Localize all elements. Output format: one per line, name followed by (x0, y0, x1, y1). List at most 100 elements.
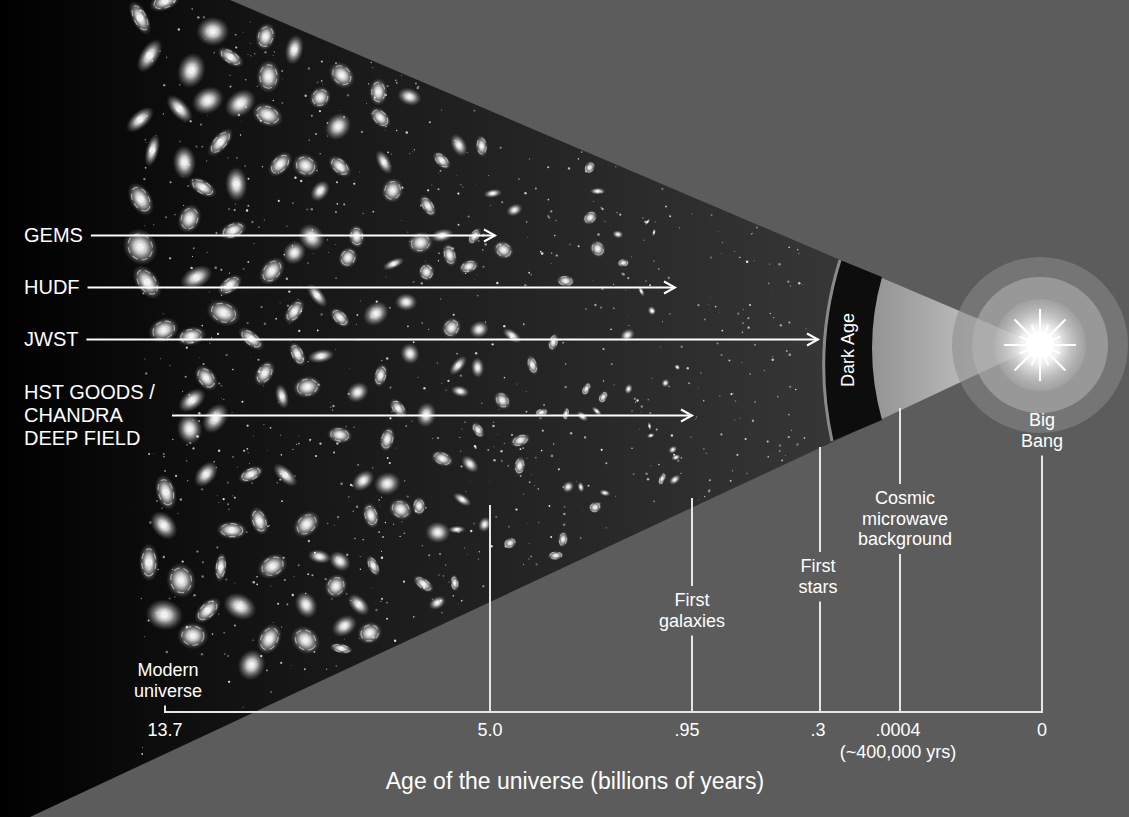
star (217, 494, 219, 496)
epoch-label: First galaxies (652, 590, 732, 631)
galaxy-halo (546, 332, 561, 353)
galaxy-halo (269, 459, 301, 490)
star (541, 252, 544, 255)
galaxy-core (627, 388, 630, 391)
galaxy-halo (131, 35, 167, 77)
star (526, 522, 528, 524)
star (261, 306, 263, 308)
galaxy-core (142, 277, 152, 287)
star (170, 181, 172, 183)
star (216, 547, 218, 549)
galaxy (405, 228, 437, 257)
spiral-arm (338, 248, 357, 268)
star (706, 452, 708, 454)
star (327, 122, 329, 124)
star (430, 267, 432, 269)
star (518, 178, 520, 180)
leader-arrows (86, 230, 818, 422)
star (711, 214, 713, 216)
star (335, 277, 337, 279)
star (649, 284, 651, 286)
star (648, 399, 650, 401)
galaxy-core (425, 270, 429, 274)
star (250, 55, 251, 56)
galaxy-core (395, 406, 401, 412)
galaxy-halo (429, 148, 454, 173)
star (298, 443, 300, 445)
star (328, 252, 329, 253)
galaxy-core (360, 477, 366, 483)
star (235, 203, 237, 205)
star (742, 322, 744, 324)
galaxy-halo (116, 222, 165, 272)
star (292, 449, 293, 450)
star (326, 669, 327, 670)
star (345, 426, 347, 428)
spiral-arm (219, 47, 243, 67)
galaxy-halo (358, 296, 394, 331)
galaxy-halo (216, 217, 249, 244)
galaxy-halo (293, 218, 331, 256)
galaxy (131, 35, 167, 77)
star (297, 299, 298, 300)
spiral-arm (559, 276, 573, 286)
star (578, 245, 580, 247)
galaxy (122, 178, 160, 221)
star (556, 220, 557, 221)
star (197, 16, 199, 18)
galaxy-core (377, 114, 383, 120)
star (421, 322, 423, 324)
star (458, 224, 460, 226)
galaxy-core (218, 564, 224, 570)
star (438, 188, 440, 190)
star (413, 341, 415, 343)
galaxy-core (512, 208, 516, 212)
galaxy (196, 16, 230, 46)
galaxy (174, 324, 208, 349)
star (353, 179, 355, 181)
galaxy-halo (560, 479, 577, 496)
star (163, 84, 165, 86)
star (256, 576, 258, 578)
star (359, 171, 361, 173)
galaxy-core (530, 363, 535, 368)
galaxy-halo (466, 318, 491, 342)
star (468, 479, 470, 481)
star (500, 193, 502, 195)
star (487, 449, 489, 451)
galaxy-halo (596, 389, 610, 405)
star (477, 240, 479, 242)
galaxy-core (466, 264, 471, 269)
galaxy-core (596, 190, 599, 193)
galaxy-halo (440, 242, 460, 269)
star (652, 378, 653, 379)
star (374, 96, 376, 98)
star (142, 747, 143, 748)
star (196, 550, 198, 552)
galaxy (219, 587, 261, 625)
star (247, 53, 249, 55)
star (251, 221, 253, 223)
galaxy (381, 255, 406, 273)
star (348, 496, 350, 498)
spiral-arm (598, 391, 608, 402)
survey-label: GEMS (24, 224, 83, 247)
star (720, 433, 722, 435)
star (186, 626, 188, 628)
star (275, 318, 277, 320)
star (218, 502, 219, 503)
galaxy (500, 325, 524, 346)
star (378, 531, 380, 533)
spiral-arm (414, 575, 433, 592)
star (266, 449, 268, 451)
star (306, 634, 308, 636)
spiral-arm (374, 366, 387, 385)
spiral-arm (443, 246, 457, 265)
star (582, 509, 584, 511)
star (406, 131, 408, 133)
galaxy (174, 201, 206, 237)
star (322, 84, 323, 85)
galaxy (269, 459, 301, 490)
star (139, 9, 141, 11)
galaxy (416, 192, 440, 220)
